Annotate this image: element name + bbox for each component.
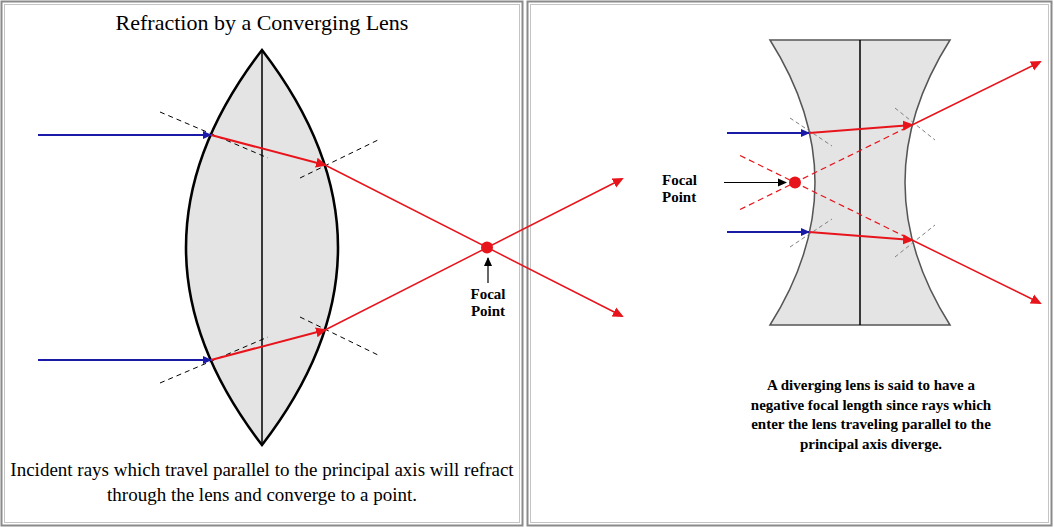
panel-caption: A diverging lens is said to have a negat…	[740, 376, 1002, 454]
focal-point-label: Focal Point	[662, 172, 720, 207]
refracted-ray	[211, 330, 325, 360]
incident-ray	[38, 134, 211, 136]
normal-lines	[790, 108, 935, 257]
panel-frame	[528, 2, 1052, 526]
incident-ray	[38, 359, 211, 361]
incident-ray	[727, 132, 809, 134]
normal-lines	[160, 112, 378, 383]
panel-frame	[531, 5, 1049, 523]
virtual-ray	[740, 125, 912, 210]
emerging-ray	[912, 240, 1040, 303]
panel-frame	[5, 5, 520, 523]
pointer-arrow	[487, 258, 488, 283]
incident-ray	[727, 231, 809, 233]
focal-point-dot	[481, 242, 493, 254]
pointer-arrow	[724, 182, 786, 183]
diverging-lens	[770, 40, 950, 325]
refracted-ray	[809, 232, 912, 240]
panel-title: Refraction by a Converging Lens	[12, 10, 512, 36]
virtual-ray	[740, 156, 912, 241]
refracted-ray	[809, 125, 912, 133]
emerging-ray	[325, 179, 622, 330]
converging-lens	[186, 50, 338, 445]
emerging-ray	[912, 62, 1040, 125]
focal-point-label: Focal Point	[458, 286, 518, 321]
focal-point-dot	[789, 177, 801, 189]
refracted-ray	[211, 135, 325, 165]
lens-axis	[859, 40, 861, 325]
panel-frame	[2, 2, 523, 526]
lens-axis	[261, 50, 263, 445]
panel-caption: Incident rays which travel parallel to t…	[10, 458, 514, 507]
